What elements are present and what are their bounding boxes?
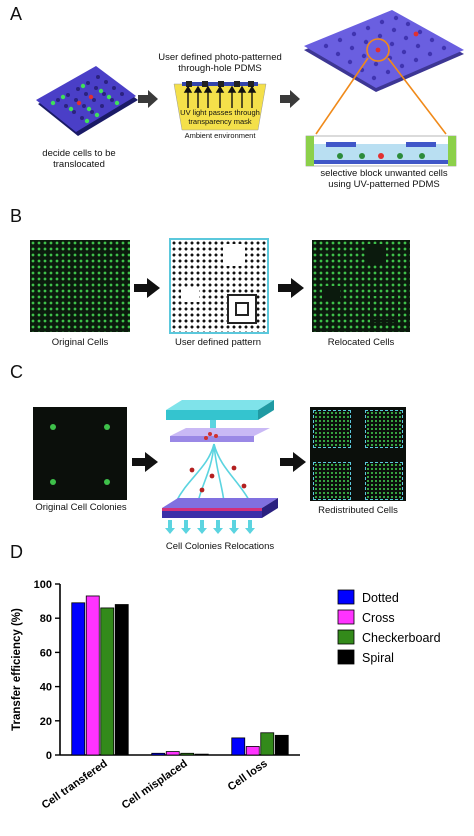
uv-mask-illustration bbox=[173, 81, 267, 131]
y-tick-label: 20 bbox=[40, 716, 52, 728]
panel-a-left-caption: decide cells to be translocated bbox=[42, 148, 116, 170]
bar-spiral-0 bbox=[114, 604, 129, 756]
original-colonies-caption: Original Cell Colonies bbox=[35, 502, 127, 513]
legend-label-dotted: Dotted bbox=[362, 591, 399, 605]
bar-cross-1 bbox=[165, 751, 180, 756]
panel-d-letter: D bbox=[10, 542, 23, 562]
right-arrow-icon bbox=[138, 90, 158, 108]
user-defined-pattern-caption: User defined pattern bbox=[174, 337, 262, 348]
right-arrow-icon bbox=[280, 452, 306, 472]
legend-swatch-cross bbox=[337, 609, 355, 625]
legend-label-cross: Cross bbox=[362, 611, 395, 625]
y-tick-label: 100 bbox=[34, 579, 52, 591]
cell-chip-illustration bbox=[36, 66, 138, 136]
mask-note: UV light passes through transparency mas… bbox=[180, 108, 260, 126]
y-tick-label: 60 bbox=[40, 647, 52, 659]
y-tick-label: 40 bbox=[40, 682, 52, 694]
bar-dotted-0 bbox=[71, 602, 86, 756]
panel-b-letter: B bbox=[10, 206, 23, 226]
x-tick-label: Cell misplaced bbox=[120, 758, 190, 812]
mask-environment: Ambient environment bbox=[184, 131, 256, 140]
right-arrow-icon bbox=[134, 278, 160, 298]
colony-relocation-caption: Cell Colonies Relocations bbox=[165, 541, 275, 552]
legend-swatch-checkerboard bbox=[337, 629, 355, 645]
bar-dotted-1 bbox=[151, 752, 166, 756]
right-arrow-icon bbox=[132, 452, 158, 472]
x-tick-label: Cell loss bbox=[226, 758, 270, 794]
bar-checkerboard-0 bbox=[100, 607, 115, 756]
legend-label-spiral: Spiral bbox=[362, 651, 394, 665]
redistributed-cells-caption: Redistributed Cells bbox=[318, 505, 398, 516]
bar-cross-0 bbox=[85, 595, 100, 756]
legend-label-checkerboard: Checkerboard bbox=[362, 631, 441, 645]
pdms-chip-illustration bbox=[304, 10, 464, 167]
bar-dotted-2 bbox=[231, 737, 246, 756]
original-cells-caption: Original Cells bbox=[51, 337, 109, 348]
y-tick-label: 80 bbox=[40, 613, 52, 625]
legend-swatch-spiral bbox=[337, 649, 355, 665]
bar-checkerboard-2 bbox=[260, 732, 275, 756]
colony-relocation-illustration bbox=[162, 400, 278, 534]
panel-a-letter: A bbox=[10, 4, 23, 24]
original-cells-image bbox=[30, 240, 130, 332]
redistributed-cells-image bbox=[310, 407, 406, 501]
bar-spiral-2 bbox=[274, 734, 289, 756]
y-tick-label: 0 bbox=[46, 750, 52, 762]
panel-c-letter: C bbox=[10, 362, 23, 382]
legend-swatch-dotted bbox=[337, 589, 355, 605]
user-defined-pattern-image bbox=[169, 238, 269, 334]
original-colonies-image bbox=[33, 407, 127, 500]
right-arrow-icon bbox=[278, 278, 304, 298]
bar-checkerboard-1 bbox=[180, 752, 195, 756]
bar-cross-2 bbox=[245, 746, 260, 756]
y-axis-title: Transfer efficiency (%) bbox=[11, 608, 23, 731]
x-tick-label: Cell transfered bbox=[40, 758, 110, 812]
relocated-cells-caption: Relocated Cells bbox=[327, 337, 395, 348]
relocated-cells-image bbox=[312, 240, 410, 332]
mask-title: User defined photo-patterned through-hol… bbox=[158, 52, 282, 74]
bar-spiral-1 bbox=[194, 753, 209, 756]
right-arrow-icon bbox=[280, 90, 300, 108]
panel-a-right-caption: selective block unwanted cells using UV-… bbox=[320, 168, 448, 190]
